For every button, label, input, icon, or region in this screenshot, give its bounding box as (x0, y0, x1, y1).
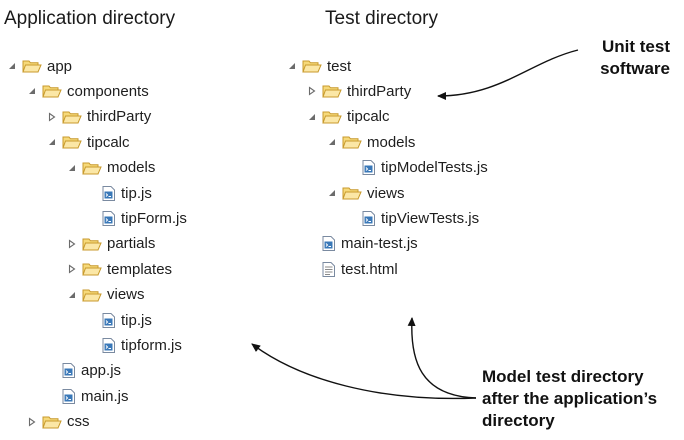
js-file-icon (102, 337, 115, 353)
expand-arrow-icon[interactable] (306, 85, 318, 97)
folder-icon (62, 134, 82, 150)
callout-line: Unit test (602, 37, 670, 56)
file-node-main-test-js[interactable]: main-test.js (306, 233, 418, 255)
node-label: tip.js (121, 311, 152, 329)
html-file-icon (322, 261, 335, 277)
node-label: models (107, 159, 156, 177)
node-label: app (47, 57, 73, 75)
collapse-arrow-icon[interactable] (66, 289, 78, 301)
js-file-icon (102, 185, 115, 201)
folder-node-app[interactable]: app (6, 55, 72, 77)
folder-node-thirdparty[interactable]: thirdParty (46, 106, 151, 128)
collapse-arrow-icon[interactable] (46, 136, 58, 148)
folder-icon (22, 58, 42, 74)
folder-node-tipcalc[interactable]: tipcalc (46, 131, 130, 153)
collapse-arrow-icon[interactable] (306, 111, 318, 123)
folder-icon (82, 236, 102, 252)
folder-icon (42, 414, 62, 430)
folder-node-components[interactable]: components (26, 80, 149, 102)
collapse-arrow-icon[interactable] (286, 60, 298, 72)
folder-node-test[interactable]: test (286, 55, 351, 77)
node-label: tipViewTests.js (381, 209, 480, 227)
folder-node-views[interactable]: views (66, 284, 145, 306)
file-node-test-html[interactable]: test.html (306, 258, 398, 280)
folder-node-templates[interactable]: templates (66, 258, 172, 280)
file-node-tipviewtests-js[interactable]: tipViewTests.js (346, 207, 479, 229)
folder-node-models[interactable]: models (326, 131, 415, 153)
file-node-tipform-js[interactable]: tipform.js (86, 334, 182, 356)
folder-node-css[interactable]: css (26, 411, 90, 433)
js-file-icon (102, 210, 115, 226)
node-label: templates (107, 260, 173, 278)
node-label: views (107, 286, 145, 304)
node-label: tip.js (121, 184, 152, 202)
collapse-arrow-icon[interactable] (26, 85, 38, 97)
folder-icon (62, 109, 82, 125)
folder-icon (82, 287, 102, 303)
node-label: test (327, 57, 352, 75)
folder-node-partials[interactable]: partials (66, 233, 155, 255)
js-file-icon (362, 210, 375, 226)
expand-arrow-icon[interactable] (46, 111, 58, 123)
node-label: models (367, 133, 416, 151)
node-label: css (67, 413, 90, 431)
file-node-tip-js[interactable]: tip.js (86, 309, 152, 331)
js-file-icon (62, 363, 75, 379)
model-test-arrow-up (407, 317, 477, 399)
file-node-app-js[interactable]: app.js (46, 360, 121, 382)
expand-arrow-icon[interactable] (26, 416, 38, 428)
js-file-icon (102, 312, 115, 328)
app-directory-heading: Application directory (4, 8, 176, 29)
file-node-tipform-js[interactable]: tipForm.js (86, 207, 187, 229)
folder-node-views[interactable]: views (326, 182, 405, 204)
unit-test-arrow (437, 49, 579, 100)
file-node-tipmodeltests-js[interactable]: tipModelTests.js (346, 157, 488, 179)
node-label: main-test.js (341, 235, 418, 253)
node-label: test.html (341, 260, 398, 278)
node-label: partials (107, 235, 156, 253)
node-label: tipcalc (87, 133, 130, 151)
callout-line: after the application’s (482, 389, 658, 408)
folder-node-thirdparty[interactable]: thirdParty (306, 80, 411, 102)
folder-icon (342, 185, 362, 201)
node-label: app.js (81, 362, 122, 380)
file-node-main-js[interactable]: main.js (46, 385, 129, 407)
callout-line: directory (482, 411, 555, 430)
collapse-arrow-icon[interactable] (326, 187, 338, 199)
file-node-tip-js[interactable]: tip.js (86, 182, 152, 204)
folder-icon (302, 58, 322, 74)
folder-icon (342, 134, 362, 150)
folder-icon (42, 83, 62, 99)
collapse-arrow-icon[interactable] (326, 136, 338, 148)
expand-arrow-icon[interactable] (66, 263, 78, 275)
collapse-arrow-icon[interactable] (6, 60, 18, 72)
folder-icon (82, 160, 102, 176)
js-file-icon (362, 160, 375, 176)
folder-icon (82, 261, 102, 277)
node-label: thirdParty (347, 82, 412, 100)
folder-node-tipcalc[interactable]: tipcalc (306, 106, 390, 128)
js-file-icon (62, 388, 75, 404)
unit-test-callout: Unit test software (560, 36, 670, 80)
test-directory-heading: Test directory (325, 8, 438, 29)
folder-icon (322, 109, 342, 125)
callout-line: Model test directory (482, 367, 644, 386)
node-label: tipModelTests.js (381, 159, 488, 177)
expand-arrow-icon[interactable] (66, 238, 78, 250)
model-test-callout: Model test directory after the applicati… (482, 366, 657, 432)
node-label: tipcalc (347, 108, 390, 126)
collapse-arrow-icon[interactable] (66, 162, 78, 174)
node-label: tipform.js (121, 336, 182, 354)
callout-line: software (600, 59, 670, 78)
js-file-icon (322, 236, 335, 252)
node-label: tipForm.js (121, 209, 187, 227)
node-label: components (67, 82, 149, 100)
node-label: thirdParty (87, 108, 152, 126)
folder-icon (322, 83, 342, 99)
folder-node-models[interactable]: models (66, 157, 155, 179)
model-test-arrow-left (251, 343, 477, 400)
node-label: views (367, 184, 405, 202)
node-label: main.js (81, 387, 129, 405)
